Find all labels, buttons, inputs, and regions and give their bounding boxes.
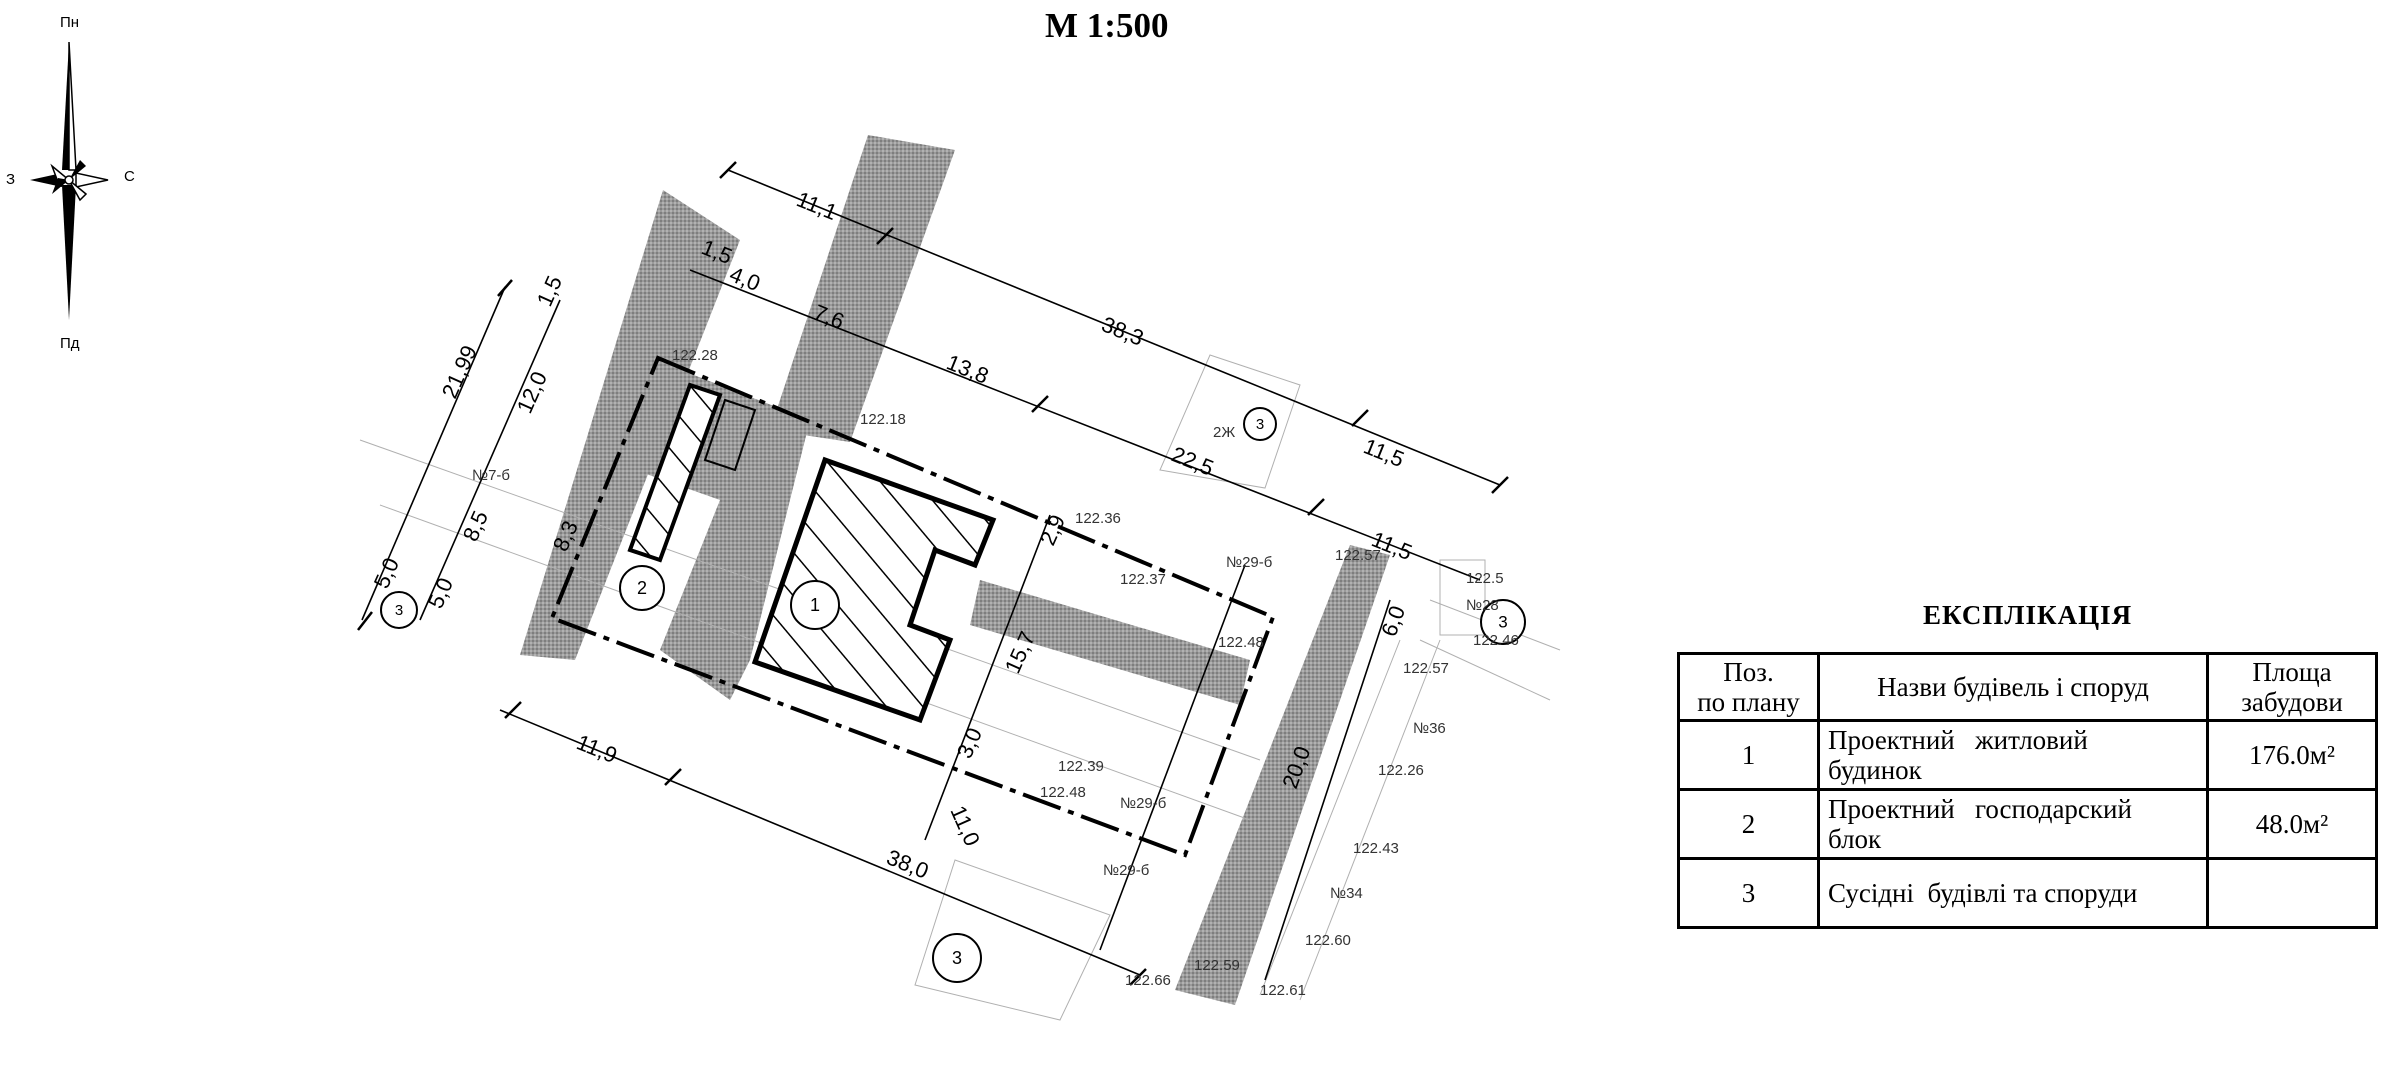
compass-rose: Пн Пд З С <box>0 0 160 360</box>
header-area: Площа забудови <box>2206 652 2378 722</box>
elevation: 122.37 <box>1120 571 1166 588</box>
neighbor-label: 2Ж <box>1213 424 1235 441</box>
compass-north-label: Пн <box>60 14 80 31</box>
elevation: 122.57 <box>1335 547 1381 564</box>
dim-22-5: 22,5 <box>1168 441 1217 480</box>
scale-title: М 1:500 <box>1045 6 1169 45</box>
elevation: 122.36 <box>1075 510 1121 527</box>
dim-5-0-b: 5,0 <box>423 574 458 612</box>
elevation: 122.18 <box>860 411 906 428</box>
elevation: 122.60 <box>1305 932 1351 949</box>
compass-east-label: С <box>124 168 135 185</box>
driveway-strip <box>970 580 1250 705</box>
elevation: 122.48 <box>1218 634 1264 651</box>
dim-13-8: 13,8 <box>943 349 992 388</box>
legend-table: Поз. по плану Назви будівель і споруд Пл… <box>1677 652 2378 929</box>
site-plan: 2 1 3 3 3 3 11,1 38,3 1,5 4,0 7,6 13,8 2… <box>357 135 1561 1021</box>
house-number: №28 <box>1466 597 1499 614</box>
marker-building-1-label: 1 <box>810 595 820 615</box>
dim-6-0: 6,0 <box>1376 602 1410 639</box>
building-1 <box>751 456 997 724</box>
site-boundary <box>549 355 1276 858</box>
elevation: 122.39 <box>1058 758 1104 775</box>
marker-neighbor-bottom <box>932 933 982 983</box>
elevation: 122.46 <box>1473 632 1519 649</box>
dim-5-0-a: 5,0 <box>369 554 404 592</box>
dim-1-5-left: 1,5 <box>532 272 567 310</box>
top-neighbor-strip <box>770 135 955 442</box>
house-number: №29-б <box>1120 795 1166 812</box>
elevation: 122.66 <box>1125 972 1171 989</box>
elevation: 122.5 <box>1466 570 1504 587</box>
marker-neighbor-top <box>1243 407 1277 441</box>
elevation: 122.59 <box>1194 957 1240 974</box>
dim-11-9: 11,9 <box>573 729 621 768</box>
dim-11-1: 11,1 <box>793 186 841 225</box>
elevation: 122.26 <box>1378 762 1424 779</box>
house-number: №7-б <box>472 467 510 484</box>
marker-neighbor-bottom-label: 3 <box>952 948 962 968</box>
elevation: 122.43 <box>1353 840 1399 857</box>
row-area: 176.0м² <box>2206 719 2378 791</box>
elevation: 122.61 <box>1260 982 1306 999</box>
legend-header-row: Поз. по плану Назви будівель і споруд Пл… <box>1677 652 2378 722</box>
row-name: Проектний житловий будинок <box>1817 719 2209 791</box>
house-number: №29-б <box>1103 862 1149 879</box>
dim-38-3: 38,3 <box>1098 311 1147 350</box>
house-number: №36 <box>1413 720 1446 737</box>
marker-neighbor-top-label: 3 <box>1256 416 1264 433</box>
house-number: №29-б <box>1226 554 1272 571</box>
row-position: 1 <box>1677 719 1820 791</box>
elevation: 122.48 <box>1040 784 1086 801</box>
marker-building-2 <box>619 565 665 611</box>
dim-11-0: 11,0 <box>945 802 985 850</box>
dim-4-0: 4,0 <box>726 261 764 296</box>
table-row: 1 Проектний житловий будинок 176.0м² <box>1677 719 2378 791</box>
marker-neighbor-left-label: 3 <box>395 602 403 619</box>
row-position: 3 <box>1677 857 1820 929</box>
dim-12-0: 12,0 <box>512 368 552 417</box>
marker-neighbor-left <box>380 591 418 629</box>
table-row: 2 Проектний господарский блок 48.0м² <box>1677 788 2378 860</box>
legend-title: ЕКСПЛІКАЦІЯ <box>1923 600 2133 630</box>
header-name: Назви будівель і споруд <box>1817 652 2209 722</box>
dim-11-5-a: 11,5 <box>1360 433 1408 472</box>
compass-south-label: Пд <box>60 335 80 352</box>
street-strip <box>1175 545 1390 1005</box>
elevation: 122.28 <box>672 347 718 364</box>
marker-building-1 <box>790 580 840 630</box>
row-name: Проектний господарский блок <box>1817 788 2209 860</box>
compass-icon <box>30 41 109 320</box>
building-2 <box>627 382 723 563</box>
row-name: Сусідні будівлі та споруди <box>1817 857 2209 929</box>
row-position: 2 <box>1677 788 1820 860</box>
house-number: №34 <box>1330 885 1363 902</box>
elevation: 122.57 <box>1403 660 1449 677</box>
row-area: 48.0м² <box>2206 788 2378 860</box>
marker-building-2-label: 2 <box>637 578 647 598</box>
marker-neighbor-right <box>1480 599 1526 645</box>
marker-neighbor-right-label: 3 <box>1498 612 1507 631</box>
dim-21-99: 21,99 <box>437 342 482 402</box>
row-area <box>2206 857 2378 929</box>
dim-38-0: 38,0 <box>883 844 932 883</box>
dim-2-9: 2,9 <box>1035 511 1070 549</box>
dim-8-5: 8,5 <box>458 507 493 545</box>
compass-west-label: З <box>6 171 16 188</box>
table-row: 3 Сусідні будівлі та споруди <box>1677 857 2378 929</box>
header-position: Поз. по плану <box>1677 652 1820 722</box>
